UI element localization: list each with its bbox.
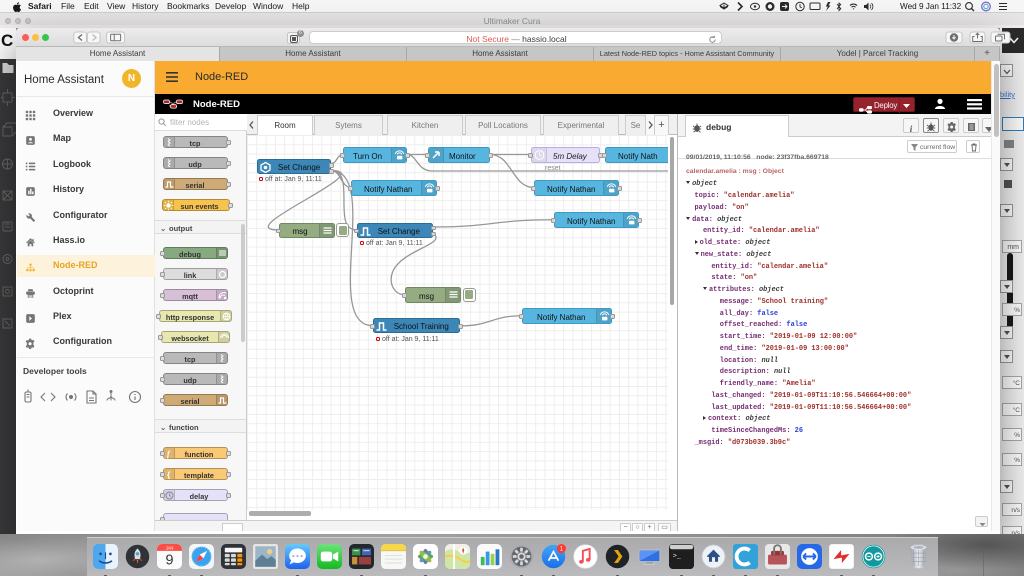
svg-text:f: f xyxy=(167,450,171,459)
svg-text:JAN: JAN xyxy=(165,545,173,550)
svg-text:9: 9 xyxy=(165,552,173,568)
svg-text:{: { xyxy=(167,470,171,480)
svg-text:Wed 9 Jan 11:32: Wed 9 Jan 11:32 xyxy=(900,2,962,11)
svg-text:1: 1 xyxy=(559,546,563,552)
svg-text:>_: >_ xyxy=(672,553,681,561)
